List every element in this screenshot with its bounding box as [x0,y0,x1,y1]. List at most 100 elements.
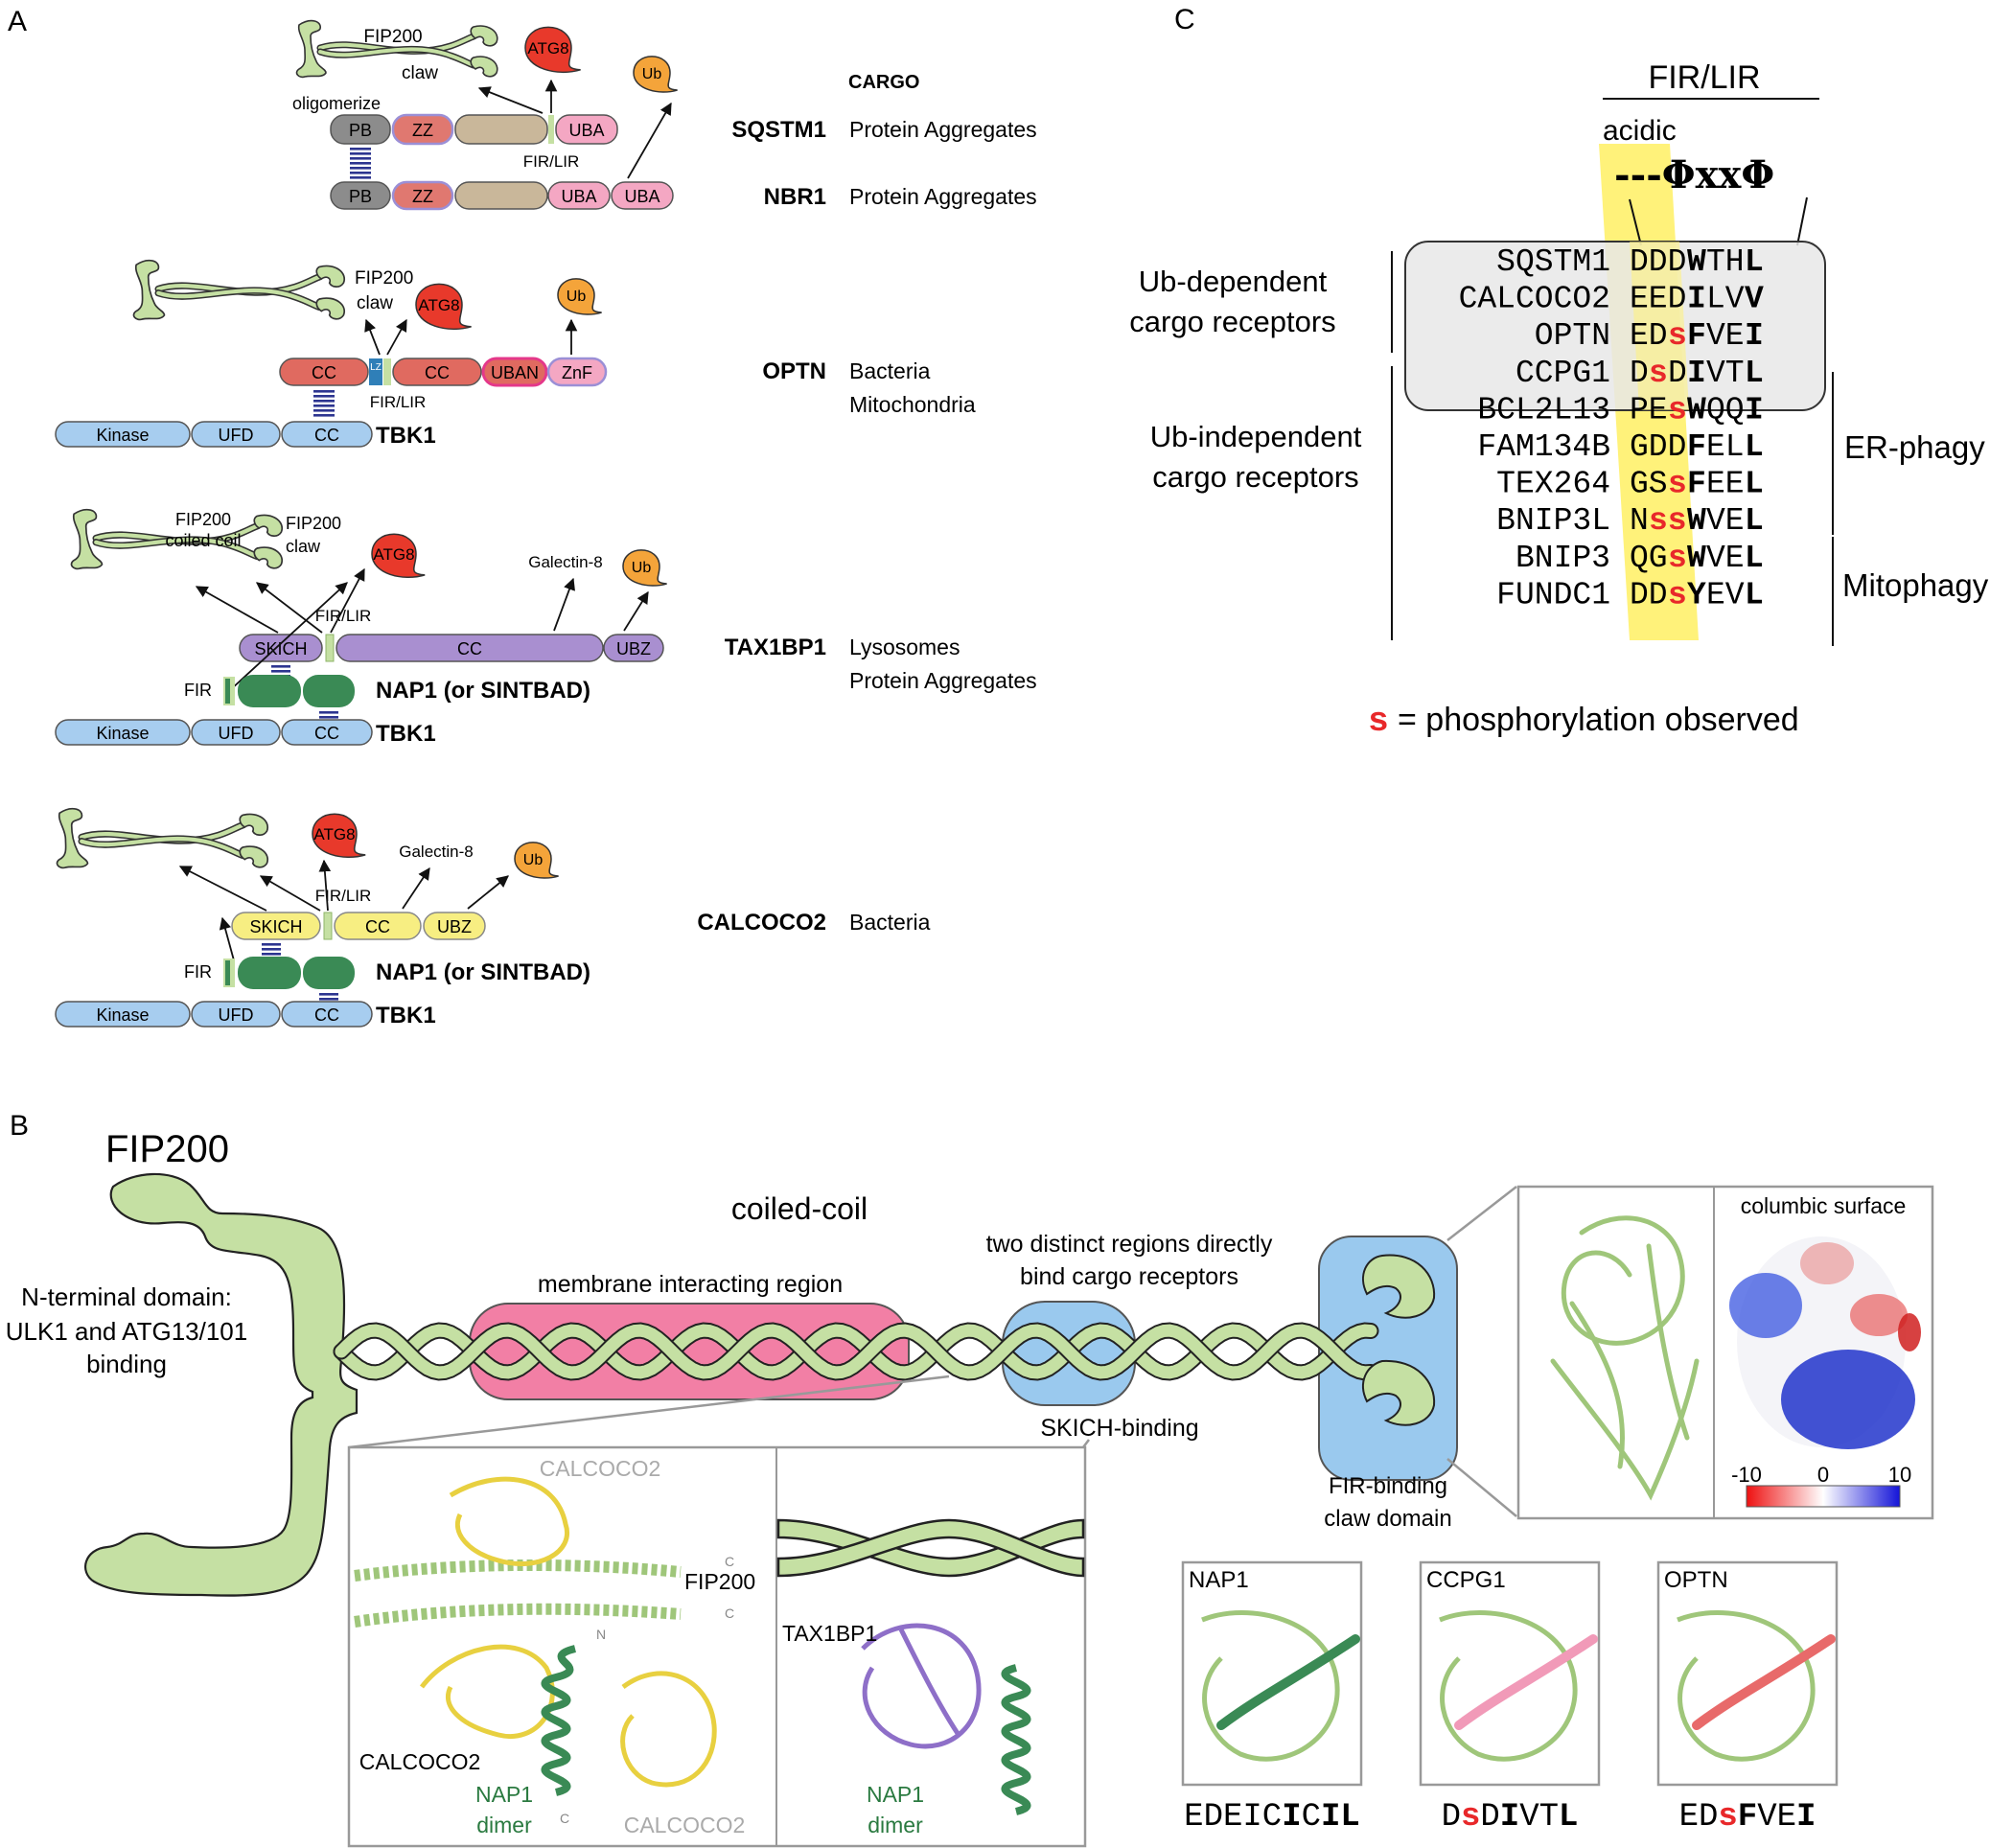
ntd-label: binding [86,1350,167,1378]
nap1-domain [238,957,301,989]
tbk1-domain [281,1001,373,1028]
zz-domain [391,180,454,211]
nap1-structure-label: NAP1 [867,1782,924,1807]
lir-motif [323,912,333,940]
fir-lir-header: FIR/LIR [1648,59,1760,96]
electrostatic-surface [1729,1236,1921,1449]
drop-label: Ub [567,289,587,305]
bar-mark [262,953,281,956]
claw-ribbon [1677,1610,1816,1762]
tbk1-name: TBK1 [376,1003,436,1028]
claw-domain-label: FIR-binding [1329,1473,1447,1499]
cc-domain [334,912,422,940]
complex-sequence: DsDIVTL [1442,1799,1579,1836]
acidic-highlight-overlay [1630,242,1689,410]
lz-domain [369,358,382,385]
table-row-residue: L [1745,244,1764,280]
nap1-name: NAP1 (or SINTBAD) [376,959,590,985]
cc-label: CC [312,363,336,382]
table-row-residue: W [1687,503,1706,539]
scale-mid: 0 [1817,1463,1829,1487]
optn-cc1-domain [279,358,369,386]
c-terminus-label: C [560,1811,569,1826]
complex-sequence: EDsFVEI [1679,1799,1816,1836]
nbr1-name: NBR1 [764,184,826,210]
fip200-ntd-glyph [70,508,104,570]
nap1-domain [303,675,355,707]
table-row-residue: s [1668,577,1687,612]
uba-domain [611,181,674,210]
fir-lir-label: FIR/LIR [370,393,427,411]
atg8-icon: ATG8 [371,533,426,579]
tbk1-domain [55,719,191,746]
fir-motif-core [225,679,230,704]
table-row-residue: TH [1706,244,1745,280]
table-row-residue: W [1687,244,1706,280]
skich-structure-panel [347,1445,1087,1848]
pb-domain [330,181,391,210]
fip200-claw-glyph [239,813,269,836]
table-row-name: BNIP3L [1496,503,1610,539]
n-terminus-label: N [596,1627,606,1642]
fip200-claw-glyph [253,546,284,569]
fip200-ntd-glyph [132,259,166,321]
table-row-residue: VE [1706,318,1745,354]
zoom-line [1446,1186,1517,1241]
oligomerize-label: oligomerize [292,94,381,113]
drop-shape [633,56,678,93]
coiled-coil-strand [335,1324,1377,1379]
table-row-residue: W [1687,541,1706,576]
peptide-ribbon [1692,1634,1836,1730]
zoom-line [1082,1439,1090,1448]
galectin8-label: Galectin-8 [528,553,602,571]
atg8-icon: ATG8 [312,813,366,859]
tbk1-domain [281,719,373,746]
skich-binding-label: SKICH-binding [1040,1415,1198,1442]
motif-consensus: ---ΦxxΦ [1614,152,1774,197]
peptide-ribbon [1216,1634,1360,1730]
uba-label: UBA [568,121,604,140]
tax1bp1-cargo-2: Protein Aggregates [849,668,1037,693]
table-row-residue: PE [1630,392,1668,427]
fip200-label: FIP200 [363,27,422,47]
fip200-label: FIP200 [355,268,413,289]
bar-mark [313,390,335,393]
tbk1-domain [191,719,281,746]
table-row-residue: L [1745,541,1764,576]
tbk1-domain-label: CC [314,1005,339,1025]
cc-label: CC [365,917,390,936]
tax1bp1-cargo-1: Lysosomes [849,635,960,659]
ntd-label: N-terminal domain: [21,1282,232,1311]
table-row-residue: F [1687,467,1706,502]
fir-lir-label: FIR/LIR [523,152,580,171]
complex-name: OPTN [1664,1567,1728,1593]
nap1-helix [541,1645,577,1796]
zoom-line [1446,1458,1517,1517]
drop-label: ATG8 [373,545,414,564]
lir-motif [325,634,335,662]
phospho-legend-symbol: s [1369,699,1388,738]
claw-lobe [1362,1254,1436,1426]
tbk1-domain-label: Kinase [96,1005,149,1025]
bar-mark [350,172,371,174]
drop-shape [557,278,602,315]
ub-icon: Ub [557,278,602,315]
ub-dependent-label: cargo receptors [1129,305,1335,338]
claw-ribbon [1439,1610,1578,1762]
table-row-residue: ED [1630,318,1668,354]
panel-b-label: B [10,1110,29,1142]
complex-sequence: EDEICICIL [1184,1799,1360,1836]
fir-label: FIR [184,681,212,700]
table-row-residue: L [1745,577,1764,612]
bar-mark [313,395,335,398]
zz-domain [391,113,454,146]
fip200-label: FIP200 [286,514,341,533]
complex-name: CCPG1 [1426,1567,1506,1593]
table-row-residue: Y [1687,577,1706,612]
nap1-helix [1001,1664,1031,1815]
cc-label: CC [425,363,450,382]
bar-mark [313,409,335,412]
optn-cc2-domain [392,358,482,386]
